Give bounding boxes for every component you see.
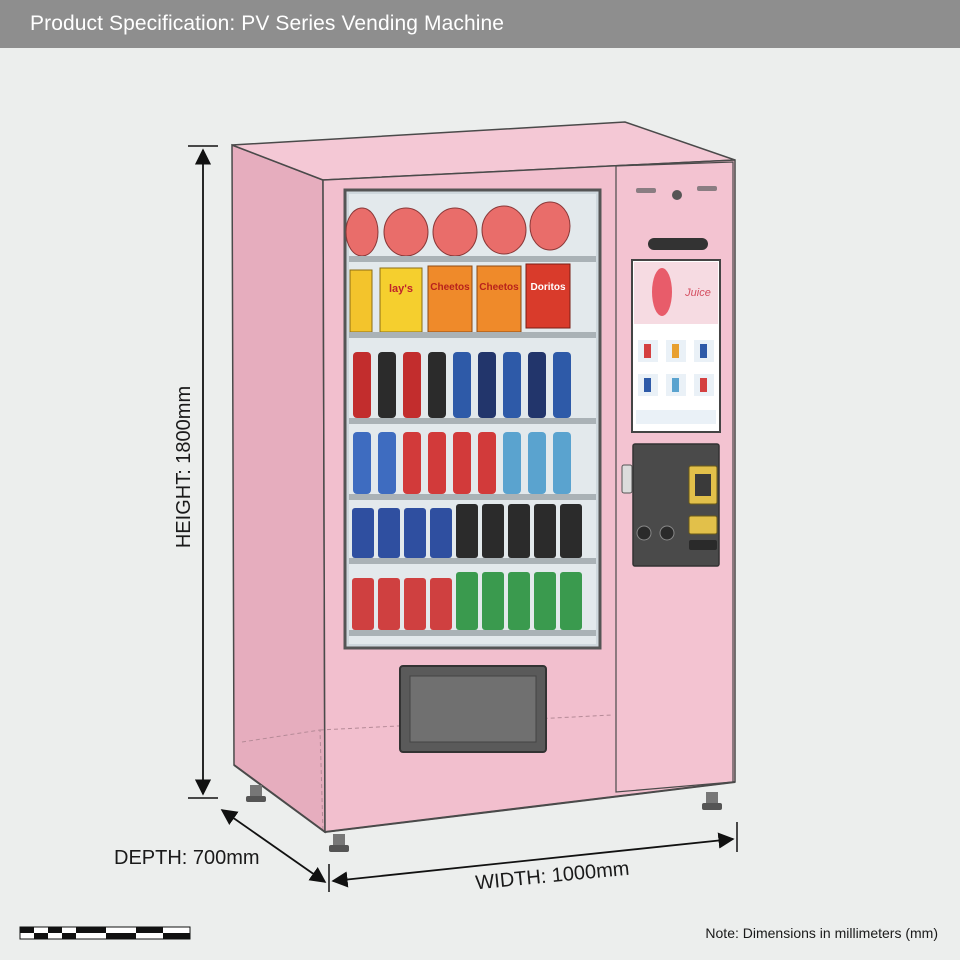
bottle [528,432,546,494]
door-lock[interactable] [621,464,633,494]
bottle [378,432,396,494]
width-dimension: WIDTH: 1000mm [328,822,738,894]
can [508,572,530,630]
can [378,578,400,630]
row-cans [349,504,596,564]
can [482,572,504,630]
bottle [553,432,571,494]
chip-bag [379,267,423,333]
bottle [428,432,446,494]
can [430,578,452,630]
leveling-foot [246,796,266,802]
screen-brand-label: Juice [684,287,711,299]
leveling-foot [706,792,718,804]
can [352,578,374,630]
bottle [528,352,546,418]
bottle [478,352,496,418]
noodle-cup [383,207,429,257]
bottle [503,352,521,418]
noodle-cup [529,201,571,251]
can [404,508,426,558]
can [560,572,582,630]
payment-panel [632,443,720,567]
can [560,504,582,558]
chip-label: Cheetos [479,282,519,293]
units-note: Note: Dimensions in millimeters (mm) [705,925,938,941]
noodle-cup [432,207,478,257]
touch-screen[interactable]: Juice [631,259,721,433]
noodle-cup [345,207,379,257]
page-title: Product Specification: PV Series Vending… [30,12,505,35]
scale-bar [19,926,191,940]
bottle [403,432,421,494]
delivery-bin[interactable] [399,665,547,753]
can [430,508,452,558]
row-noodles [345,201,596,262]
depth-dimension: DEPTH: 700mm [114,809,327,883]
row-bottles-cola [349,352,596,424]
can [456,504,478,558]
row-bottles-sports [349,432,596,500]
chip-bag [476,265,522,333]
can [482,504,504,558]
bottle [353,432,371,494]
camera-icon [672,190,682,200]
chip-label: lay's [389,283,413,295]
bottle [428,352,446,418]
can [352,508,374,558]
depth-label: DEPTH: 700mm [114,847,260,869]
speaker-grille-icon [697,186,717,191]
sensor-strip [636,186,717,200]
title-bar: Product Specification: PV Series Vending… [0,0,960,48]
bottle [478,432,496,494]
cabinet-side-panel [231,143,326,834]
chip-label: Cheetos [430,282,470,293]
can [404,578,426,630]
bottle [503,432,521,494]
bottle [353,352,371,418]
bottle [403,352,421,418]
chip-bag [349,269,373,333]
chip-bag [427,265,473,333]
chip-label: Doritos [531,282,566,293]
leveling-foot [702,803,722,810]
coin-slot[interactable] [688,515,718,535]
speaker-grille-icon [636,188,656,193]
noodle-cup [481,205,527,255]
can [378,508,400,558]
leveling-foot [329,845,349,852]
select-button[interactable] [636,525,652,541]
can [534,572,556,630]
bottle [553,352,571,418]
bottle [453,432,471,494]
height-label: HEIGHT: 1800mm [173,386,195,548]
row-cans-bottom [349,572,596,636]
leveling-foot [333,834,345,846]
height-dimension: HEIGHT: 1800mm [173,145,218,799]
return-button[interactable] [659,525,675,541]
chip-bag [525,263,571,329]
row-chips: lay's Cheetos Cheetos Doritos [349,263,596,338]
leveling-foot [250,785,262,797]
bottle [378,352,396,418]
can [456,572,478,630]
bottle [453,352,471,418]
can [508,504,530,558]
card-slot[interactable] [648,238,708,250]
can [534,504,556,558]
